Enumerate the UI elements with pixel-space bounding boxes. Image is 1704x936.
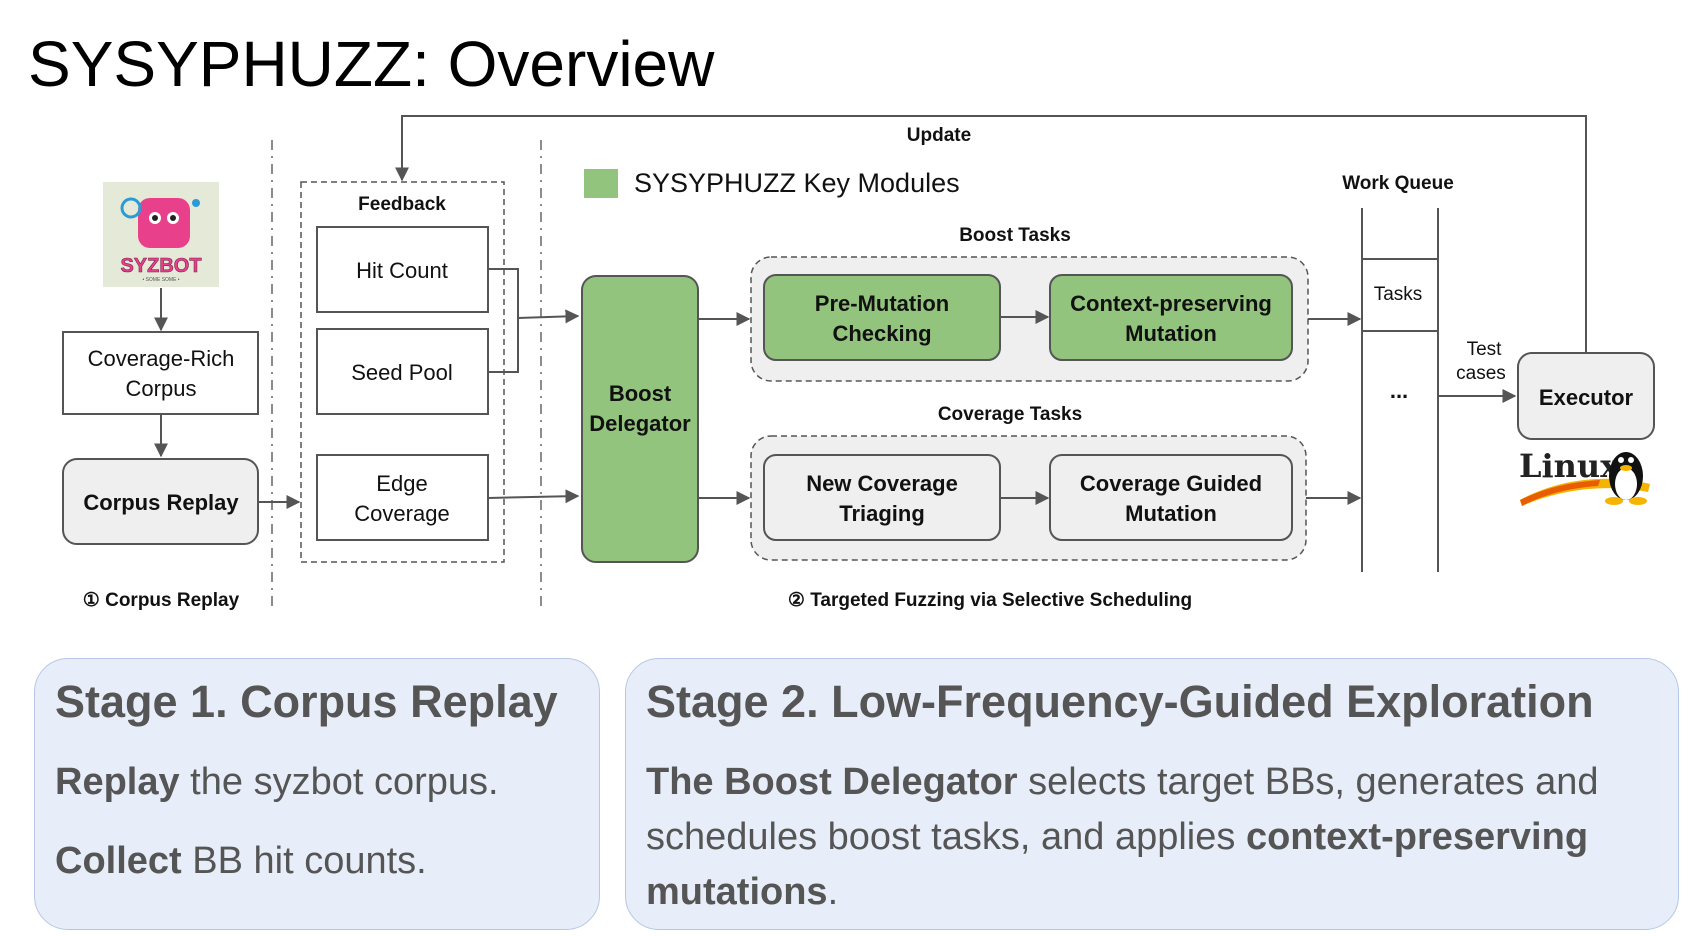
- coverage-guided-box: [1049, 454, 1293, 541]
- syzbot-logo: SYZBOT • SOME SOME •: [103, 182, 219, 287]
- pre-mutation-box: [763, 274, 1001, 361]
- arrow-edge-to-delegator: [487, 489, 580, 504]
- linux-logo: Linux: [1519, 447, 1650, 506]
- stage1-title: Stage 1. Corpus Replay: [55, 676, 558, 727]
- seed-pool-label: Seed Pool: [351, 360, 453, 385]
- hit-count-label: Hit Count: [356, 258, 448, 283]
- work-queue-ellipsis: ...: [1390, 378, 1408, 403]
- stage1-line2-rest: BB hit counts.: [181, 840, 427, 882]
- boost-tasks-title: Boost Tasks: [959, 225, 1071, 246]
- syzbot-logo-text: SYZBOT: [120, 255, 201, 277]
- feedback-title: Feedback: [358, 194, 446, 215]
- feedback-bracket: [488, 268, 519, 373]
- legend-label: SYSYPHUZZ Key Modules: [634, 168, 960, 198]
- stage2-bold-b: context-preserving mutations: [646, 816, 1589, 913]
- syzbot-logo-subtext: • SOME SOME •: [142, 277, 179, 283]
- new-coverage-box: [763, 454, 1001, 541]
- stage1-panel: Stage 1. Corpus Replay Replay the syzbot…: [34, 658, 600, 930]
- stage2-description: The Boost Delegator selects target BBs, …: [646, 755, 1658, 920]
- stage1-line2-bold: Collect: [55, 840, 182, 882]
- stage1-caption: ① Corpus Replay: [83, 590, 240, 611]
- stage2-text-a: selects target BBs, generates and schedu…: [646, 761, 1599, 858]
- overview-diagram: Update SYZBOT • SOME SOME • Coverage-Ric…: [62, 115, 1655, 611]
- arrow-feedback-to-delegator: [517, 309, 580, 324]
- stage1-line2: Collect BB hit counts.: [55, 834, 579, 889]
- stage2-title: Stage 2. Low-Frequency-Guided Exploratio…: [646, 676, 1594, 727]
- executor-box: [1517, 352, 1655, 440]
- work-queue-title: Work Queue: [1342, 173, 1454, 194]
- work-queue-tasks-label: Tasks: [1374, 284, 1423, 305]
- stage1-line1-bold: Replay: [55, 761, 180, 803]
- stage2-text-b: .: [827, 871, 839, 913]
- legend-swatch: [584, 169, 618, 198]
- stage1-line1-rest: the syzbot corpus.: [179, 761, 499, 803]
- coverage-tasks-title: Coverage Tasks: [938, 404, 1082, 425]
- coverage-rich-corpus-box: [62, 331, 259, 415]
- context-preserving-box: [1049, 274, 1293, 361]
- stage2-bold-a: The Boost Delegator: [646, 761, 1018, 803]
- corpus-replay-label: Corpus Replay: [83, 490, 239, 515]
- work-queue: [1361, 208, 1439, 572]
- linux-logo-text: Linux: [1519, 447, 1620, 485]
- stage1-line1: Replay the syzbot corpus.: [55, 755, 579, 810]
- slide-title: SYSYPHUZZ: Overview: [28, 28, 715, 100]
- edge-coverage-box: [316, 454, 489, 541]
- update-arrow: [395, 115, 1587, 352]
- stage2-panel: Stage 2. Low-Frequency-Guided Exploratio…: [625, 658, 1679, 930]
- boost-delegator-box: [581, 275, 699, 563]
- stage2-caption: ② Targeted Fuzzing via Selective Schedul…: [788, 590, 1192, 611]
- executor-label: Executor: [1539, 385, 1634, 410]
- update-label: Update: [907, 125, 971, 146]
